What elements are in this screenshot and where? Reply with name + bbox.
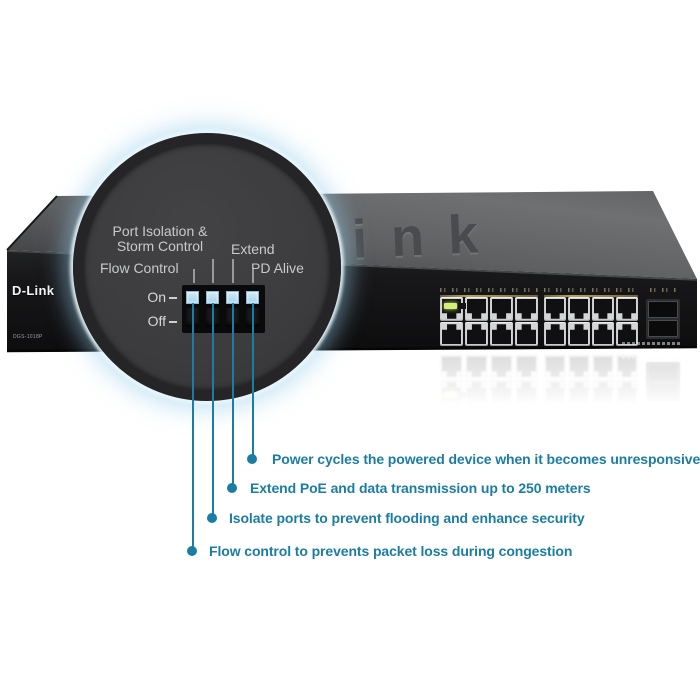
dip-on-label: On: [147, 289, 166, 305]
rj45-port: [489, 297, 514, 321]
off-dash: [169, 321, 177, 323]
rj45-bank-1: [440, 297, 538, 346]
callout-line-extend: [232, 303, 234, 488]
chassis-left-slant-edge: [6, 195, 58, 251]
dip-label-extend: Extend: [231, 241, 275, 257]
ports-reflection: [438, 353, 684, 415]
label-leader-tick: [232, 259, 234, 283]
rj45-port: [544, 322, 567, 346]
rj45-port: [615, 297, 638, 321]
rj45-port: [615, 322, 638, 346]
fine-print-text: [622, 342, 680, 345]
port-led-labels-bank1: [440, 288, 538, 292]
rj45-port: [464, 322, 489, 346]
top-emboss-highlight: ink: [351, 205, 504, 271]
top-emboss-logo: ink ink: [351, 203, 504, 271]
rj45-port: [440, 322, 464, 346]
callout-line-port-isolation: [212, 303, 214, 518]
sfp-led-tab: [458, 303, 466, 309]
model-number-label: DGS-1018P: [13, 334, 43, 340]
top-emboss-text: ink: [351, 203, 504, 269]
port-led-labels-bank2: [544, 288, 638, 292]
label-leader-tick: [212, 259, 214, 283]
rj45-port: [464, 297, 489, 321]
sfp-status-led: [444, 303, 457, 309]
callout-text-port-isolation: Isolate ports to prevent flooding and en…: [229, 510, 585, 526]
led-bar-bank1: [440, 295, 538, 297]
rj45-port: [514, 322, 538, 346]
callout-line-pd-alive: [252, 303, 254, 459]
sfp-slot-top: [648, 301, 678, 318]
rj45-port: [514, 297, 538, 321]
led-bar-bank2: [544, 295, 638, 297]
port-panel: [438, 286, 684, 348]
callout-text-flow-control: Flow control to prevents packet loss dur…: [209, 543, 573, 559]
rj45-port: [591, 322, 615, 346]
magnifier-circle: [73, 133, 341, 401]
dip-label-flow-control: Flow Control: [100, 260, 179, 276]
dip-off-label: Off: [147, 313, 166, 329]
callout-text-pd-alive: Power cycles the powered device when it …: [272, 451, 700, 467]
rj45-port: [489, 322, 514, 346]
callout-dot: [207, 513, 217, 523]
rj45-port: [544, 297, 567, 321]
port-led-labels-sfp: [650, 288, 676, 292]
dip-label-pd-alive: PD Alive: [251, 260, 304, 276]
on-dash: [169, 297, 177, 299]
callout-line-flow-control: [192, 303, 194, 551]
callout-dot: [227, 483, 237, 493]
callout-dot: [187, 546, 197, 556]
rj45-port: [567, 297, 591, 321]
callout-dot: [247, 454, 257, 464]
rj45-bank-2: [544, 297, 638, 346]
rj45-port: [591, 297, 615, 321]
sfp-slot-bottom: [648, 320, 678, 337]
rj45-port: [567, 322, 591, 346]
dip-label-port-isolation-storm-control: Port Isolation & Storm Control: [112, 223, 208, 254]
sfp-cage: [646, 299, 680, 339]
label-leader-tick: [193, 269, 195, 283]
dlink-logo: D-Link: [12, 283, 55, 298]
label-leader-tick: [252, 269, 254, 283]
callout-text-extend: Extend PoE and data transmission up to 2…: [250, 480, 591, 496]
